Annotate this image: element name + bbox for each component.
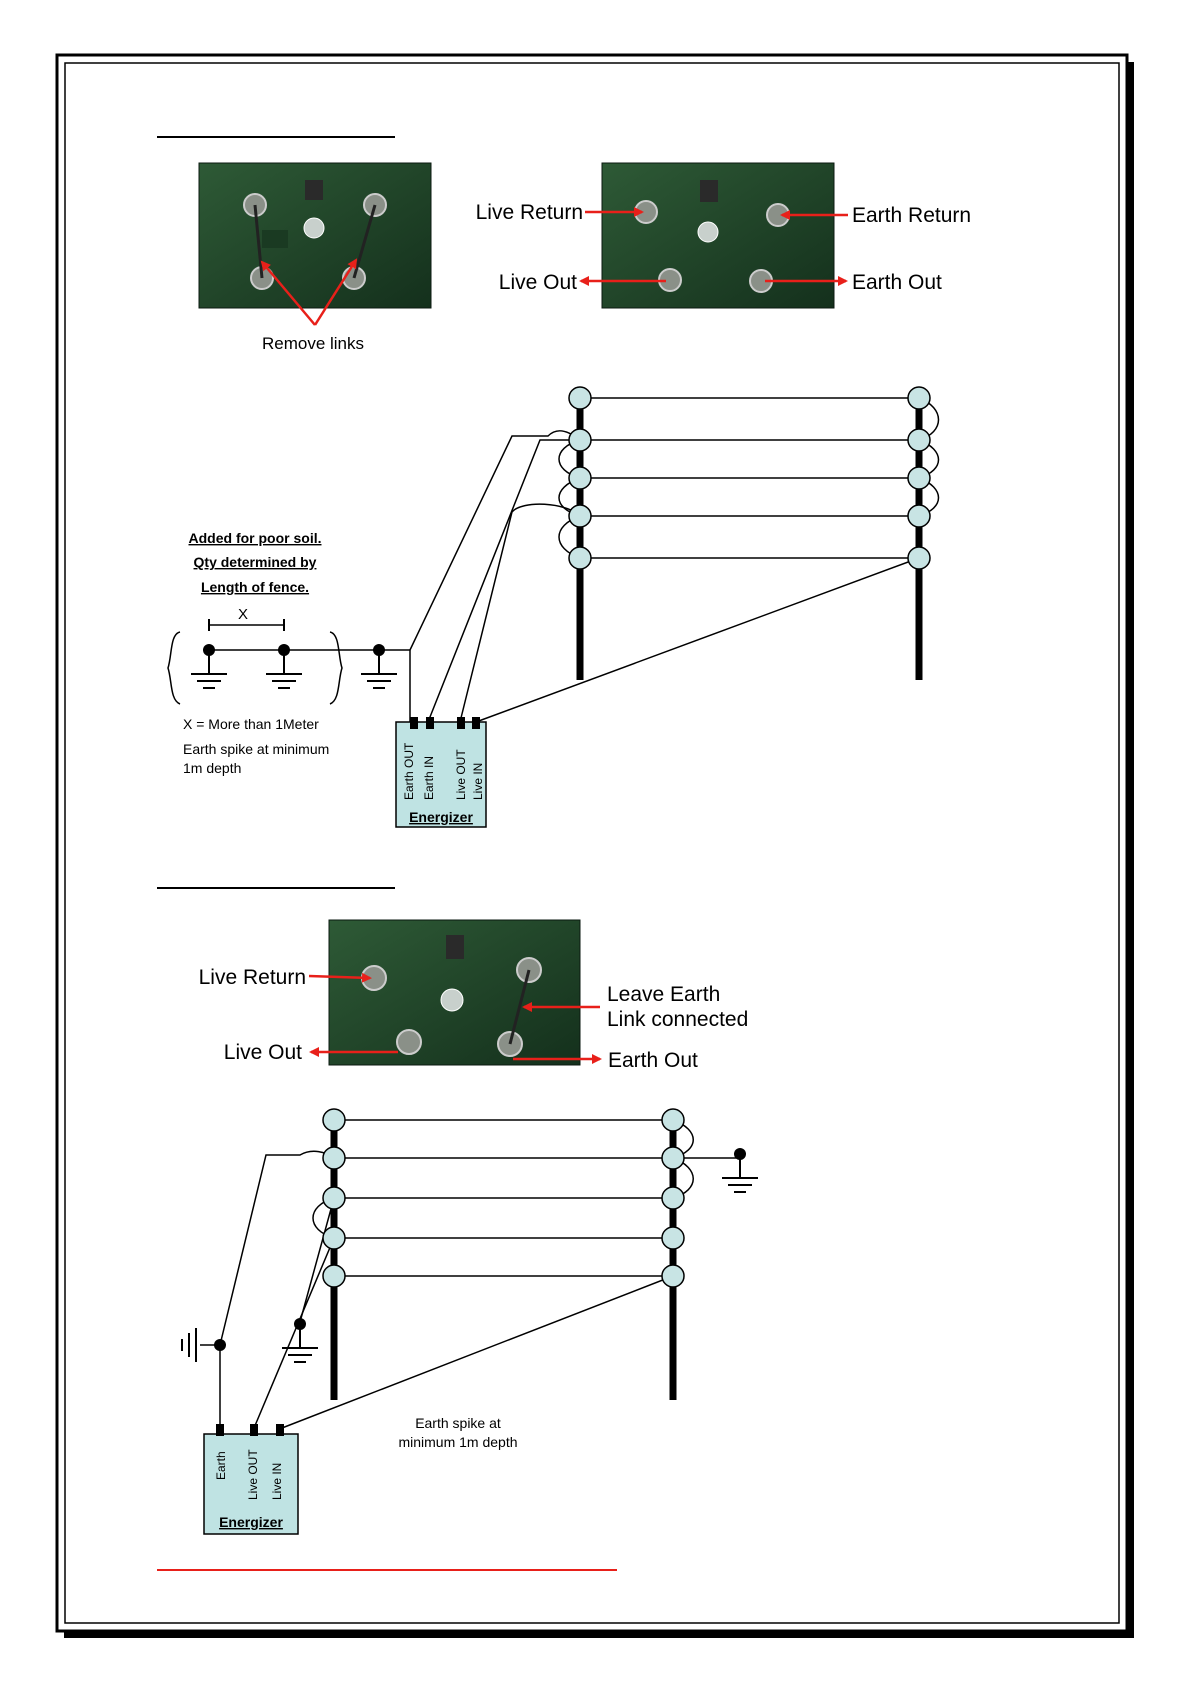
terminal-live-in: Live IN [471, 763, 485, 800]
s2-earth-out-label: Earth Out [608, 1049, 698, 1072]
spike-note-line1: Earth spike at minimum [183, 741, 329, 757]
energizer2-title: Energizer [219, 1514, 283, 1530]
insulator-icon [661, 1186, 685, 1210]
terminal-live-out: Live OUT [454, 749, 468, 800]
live-out-label: Live Out [499, 271, 577, 294]
s2-terminal-live-in: Live IN [270, 1463, 284, 1500]
insulator-icon [322, 1186, 346, 1210]
fence-1 [209, 386, 940, 723]
soil-note-line2: Qty determined by [194, 554, 317, 570]
photo-board-left [198, 162, 432, 309]
page-border [55, 53, 1134, 1638]
insulator-icon [907, 546, 931, 570]
insulator-icon [568, 428, 592, 452]
photo2-callouts: Live Return Leave Earth Link connected L… [199, 966, 749, 1072]
insulator-icon [661, 1108, 685, 1132]
earth-out-label: Earth Out [852, 271, 942, 294]
fence-2 [181, 1108, 759, 1429]
energizer-2: Earth Live OUT Live IN Energizer [203, 1424, 299, 1535]
live-return-label: Live Return [476, 201, 583, 224]
insulator-icon [322, 1108, 346, 1132]
photo-board-right [601, 162, 835, 309]
remove-links-label: Remove links [262, 334, 364, 353]
leave-earth-line2: Link connected [607, 1008, 748, 1031]
insulator-icon [322, 1146, 346, 1170]
spike2-note-line2: minimum 1m depth [398, 1434, 517, 1450]
leave-earth-line1: Leave Earth [607, 983, 720, 1006]
energizer-1: Earth OUT Earth IN Live OUT Live IN Ener… [395, 717, 487, 828]
insulator-icon [568, 546, 592, 570]
insulator-icon [907, 504, 931, 528]
insulator-icon [322, 1264, 346, 1288]
earth-spikes-1: X [167, 606, 398, 705]
earth-return-label: Earth Return [852, 204, 971, 227]
spike-note-2: Earth spike at minimum 1m depth [398, 1415, 517, 1450]
remove-links-callout: Remove links [260, 258, 364, 353]
spacing-x-label: X [238, 606, 248, 623]
insulator-icon [661, 1146, 685, 1170]
spacing-and-spike-notes-1: X = More than 1Meter Earth spike at mini… [183, 716, 329, 776]
spike2-note-line1: Earth spike at [415, 1415, 501, 1431]
soil-note: Added for poor soil. Qty determined by L… [189, 530, 322, 595]
insulator-icon [661, 1264, 685, 1288]
energizer-title: Energizer [409, 809, 473, 825]
insulator-icon [568, 504, 592, 528]
s2-terminal-earth: Earth [214, 1451, 228, 1480]
terminal-earth-in: Earth IN [422, 756, 436, 800]
insulator-icon [322, 1226, 346, 1250]
insulator-icon [907, 386, 931, 410]
ground-symbol-icon [181, 1328, 226, 1362]
insulator-icon [568, 386, 592, 410]
s2-live-out-label: Live Out [224, 1041, 302, 1064]
insulator-icon [907, 466, 931, 490]
soil-note-line1: Added for poor soil. [189, 530, 322, 546]
insulator-icon [661, 1226, 685, 1250]
insulator-icon [907, 428, 931, 452]
spike-note-line2: 1m depth [183, 760, 241, 776]
s2-terminal-live-out: Live OUT [246, 1449, 260, 1500]
insulator-icon [568, 466, 592, 490]
photo-right-callouts: Live Return Earth Return Live Out Earth … [476, 201, 971, 294]
photo-board-2 [328, 919, 581, 1066]
soil-note-line3: Length of fence. [201, 579, 309, 595]
spacing-note: X = More than 1Meter [183, 716, 319, 732]
terminal-earth-out: Earth OUT [402, 742, 416, 800]
s2-live-return-label: Live Return [199, 966, 306, 989]
